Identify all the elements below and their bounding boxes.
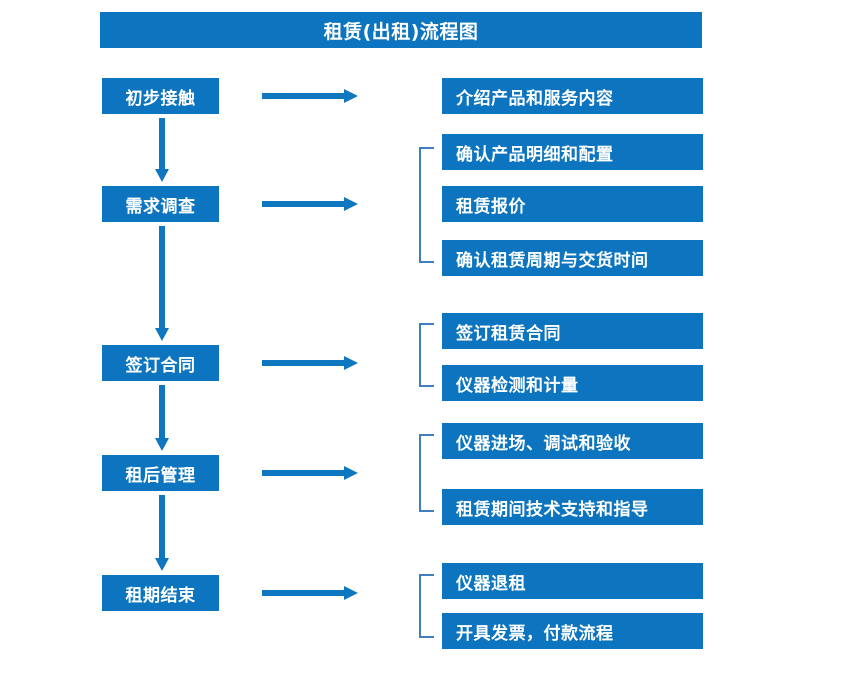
arrow-shaft xyxy=(262,470,346,476)
arrow-head-right-icon xyxy=(344,586,358,600)
arrow-shaft xyxy=(159,495,165,558)
arrow-shaft xyxy=(262,360,346,366)
detail-box-que-ren-zu-lin-zhou-qi[interactable]: 确认租赁周期与交货时间 xyxy=(442,240,703,276)
detail-box-yi-qi-jian-ce-he-ji-liang[interactable]: 仪器检测和计量 xyxy=(442,365,703,401)
arrow-down-2 xyxy=(152,226,172,341)
arrow-down-1 xyxy=(152,118,172,182)
arrow-head-right-icon xyxy=(344,356,358,370)
detail-box-qian-ding-zu-lin-he-tong[interactable]: 签订租赁合同 xyxy=(442,313,703,349)
bracket-group-3 xyxy=(419,323,434,387)
arrow-shaft xyxy=(159,226,165,328)
arrow-down-3 xyxy=(152,385,172,451)
arrow-shaft xyxy=(159,385,165,438)
stage-box-qian-ding-he-tong[interactable]: 签订合同 xyxy=(102,345,219,381)
stage-box-zu-qi-jie-shu[interactable]: 租期结束 xyxy=(102,575,219,611)
arrow-right-3 xyxy=(262,354,358,372)
arrow-right-5 xyxy=(262,584,358,602)
arrow-shaft xyxy=(262,201,346,207)
detail-box-yi-qi-jin-chang[interactable]: 仪器进场、调试和验收 xyxy=(442,423,703,459)
arrow-shaft xyxy=(262,93,346,99)
diagram-title: 租赁(出租)流程图 xyxy=(100,12,702,48)
arrow-head-down-icon xyxy=(155,438,169,451)
arrow-down-4 xyxy=(152,495,172,571)
arrow-shaft xyxy=(262,590,346,596)
detail-box-kai-ju-fa-piao[interactable]: 开具发票，付款流程 xyxy=(442,613,703,649)
detail-box-zu-lin-qi-jian-ji-shu-zhi-chi[interactable]: 租赁期间技术支持和指导 xyxy=(442,489,703,525)
arrow-right-2 xyxy=(262,195,358,213)
stage-box-xu-qiu-diao-cha[interactable]: 需求调查 xyxy=(102,186,219,222)
arrow-head-down-icon xyxy=(155,169,169,182)
detail-box-que-ren-chan-pin-ming-xi[interactable]: 确认产品明细和配置 xyxy=(442,134,703,170)
arrow-head-down-icon xyxy=(155,558,169,571)
arrow-right-1 xyxy=(262,87,358,105)
detail-box-jie-shao-chan-pin[interactable]: 介绍产品和服务内容 xyxy=(442,78,703,114)
stage-box-chu-bu-jie-chu[interactable]: 初步接触 xyxy=(102,78,219,114)
arrow-head-right-icon xyxy=(344,466,358,480)
arrow-shaft xyxy=(159,118,165,169)
detail-box-zu-lin-bao-jia[interactable]: 租赁报价 xyxy=(442,186,703,222)
arrow-head-right-icon xyxy=(344,89,358,103)
bracket-group-5 xyxy=(419,574,434,638)
bracket-group-2 xyxy=(419,147,434,263)
detail-box-yi-qi-tui-zu[interactable]: 仪器退租 xyxy=(442,563,703,599)
arrow-right-4 xyxy=(262,464,358,482)
arrow-head-right-icon xyxy=(344,197,358,211)
bracket-group-4 xyxy=(419,434,434,512)
stage-box-zu-hou-guan-li[interactable]: 租后管理 xyxy=(102,455,219,491)
arrow-head-down-icon xyxy=(155,328,169,341)
